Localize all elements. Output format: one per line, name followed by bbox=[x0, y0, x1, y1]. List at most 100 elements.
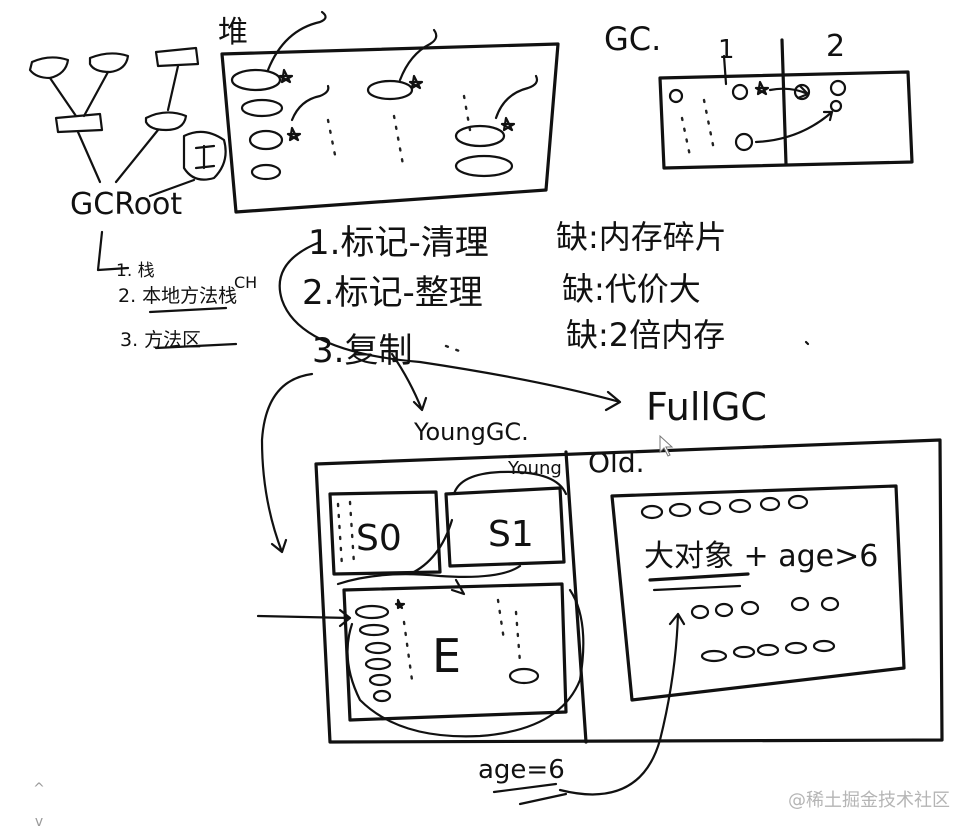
copy-loop bbox=[346, 588, 585, 738]
tree-node bbox=[28, 56, 70, 80]
gc-root-item-1: 1. 栈 bbox=[116, 261, 155, 281]
gc-object bbox=[829, 99, 843, 113]
underline bbox=[148, 306, 228, 314]
gc-object bbox=[829, 79, 847, 97]
dots bbox=[496, 598, 506, 642]
star-icon bbox=[500, 116, 516, 132]
old-rule: 大对象 + age>6 bbox=[644, 539, 878, 574]
gc-table-contents bbox=[668, 79, 847, 158]
heap-object bbox=[248, 129, 284, 151]
young-outline bbox=[452, 470, 568, 496]
old-label: Old. bbox=[588, 446, 645, 479]
tree-edge bbox=[76, 130, 102, 184]
heap-object bbox=[230, 68, 282, 92]
copy-arrow bbox=[754, 110, 834, 144]
generations-box bbox=[314, 438, 944, 744]
eden-object bbox=[354, 604, 390, 620]
ref-arrow bbox=[494, 74, 539, 120]
tree-node bbox=[154, 46, 200, 68]
dots bbox=[514, 610, 522, 664]
drawback-1: 缺:内存碎片 bbox=[556, 218, 727, 256]
tree-node bbox=[88, 52, 130, 74]
heap-title: 堆 bbox=[218, 15, 248, 50]
age-rule: age=6 bbox=[478, 755, 565, 785]
old-object bbox=[732, 645, 756, 659]
tree-edge bbox=[166, 64, 180, 112]
eden-box bbox=[342, 582, 568, 722]
heap-objects bbox=[230, 10, 539, 181]
ref-arrow bbox=[290, 84, 330, 122]
gc-table-col-2: 2 bbox=[826, 29, 845, 64]
gc-root-item-3: 3. 方法区 bbox=[120, 329, 201, 351]
s0-label: S0 bbox=[356, 518, 402, 559]
eden-object bbox=[364, 641, 392, 655]
gc-object bbox=[731, 83, 749, 101]
ref-arrow bbox=[398, 28, 438, 82]
gc-table-title: GC. bbox=[604, 20, 661, 58]
old-object bbox=[787, 494, 809, 510]
young-gc-label: YoungGC. bbox=[413, 418, 529, 446]
chevron-up-icon[interactable]: ^ bbox=[33, 781, 45, 797]
eden-object bbox=[358, 623, 390, 637]
algorithm-1: 1.标记-清理 bbox=[308, 223, 489, 263]
old-objects bbox=[640, 494, 840, 663]
dots bbox=[444, 344, 464, 354]
eden-label: E bbox=[432, 629, 461, 683]
old-object bbox=[698, 500, 722, 516]
heap-object bbox=[454, 154, 514, 178]
old-inner-box bbox=[610, 484, 906, 702]
tree-node-glyph bbox=[194, 144, 216, 170]
age-underline bbox=[518, 792, 568, 806]
heap-box bbox=[220, 42, 560, 214]
old-object bbox=[820, 596, 840, 612]
old-rule-underline bbox=[652, 584, 742, 592]
promotion-arrow bbox=[558, 612, 686, 796]
old-object bbox=[756, 643, 780, 657]
eden-object bbox=[372, 689, 392, 703]
tree-node bbox=[144, 111, 188, 132]
star-icon bbox=[394, 598, 406, 610]
young-label: Young bbox=[507, 458, 562, 479]
star-icon bbox=[408, 74, 424, 90]
s0-dots bbox=[336, 502, 344, 568]
copy-loop bbox=[336, 564, 522, 586]
young-gc-arrow bbox=[390, 352, 428, 412]
old-object bbox=[728, 498, 752, 514]
gc-table-box bbox=[658, 70, 914, 170]
algorithm-3: 3.复制 bbox=[312, 331, 412, 371]
copy-loop bbox=[450, 578, 466, 596]
s0-box bbox=[328, 490, 442, 576]
old-object bbox=[690, 604, 710, 620]
gc-object bbox=[793, 83, 811, 101]
watermark: @稀土掘金技术社区 bbox=[788, 790, 950, 811]
age-underline bbox=[492, 782, 558, 794]
gc-table-col-1: 1 bbox=[718, 35, 735, 65]
old-object bbox=[714, 602, 734, 618]
old-rule-underline bbox=[648, 572, 750, 582]
dots bbox=[462, 94, 472, 132]
young-old-divider bbox=[564, 450, 588, 744]
s0-dots bbox=[348, 500, 356, 566]
cursor-icon bbox=[659, 434, 674, 457]
gc-root-label: GCRoot bbox=[70, 187, 182, 222]
gc-root-tree bbox=[28, 46, 227, 272]
dots bbox=[326, 118, 338, 162]
star-icon bbox=[278, 68, 294, 84]
heap-object bbox=[240, 98, 284, 118]
old-object bbox=[812, 639, 836, 653]
gc-object bbox=[734, 132, 754, 152]
dots bbox=[392, 114, 406, 172]
tree-node bbox=[54, 112, 104, 134]
gc-object bbox=[668, 88, 684, 104]
drawback-3: 缺:2倍内存 bbox=[566, 316, 725, 354]
dots bbox=[468, 240, 486, 248]
tree-edge bbox=[48, 76, 78, 118]
tree-node bbox=[182, 130, 227, 181]
old-object bbox=[784, 641, 808, 655]
heap-object bbox=[454, 124, 506, 148]
copy-loop bbox=[408, 518, 454, 576]
s1-box bbox=[444, 486, 566, 568]
chevron-down-icon[interactable]: v bbox=[34, 814, 44, 830]
eden-objects bbox=[354, 598, 540, 703]
full-gc-arrow bbox=[278, 240, 622, 412]
